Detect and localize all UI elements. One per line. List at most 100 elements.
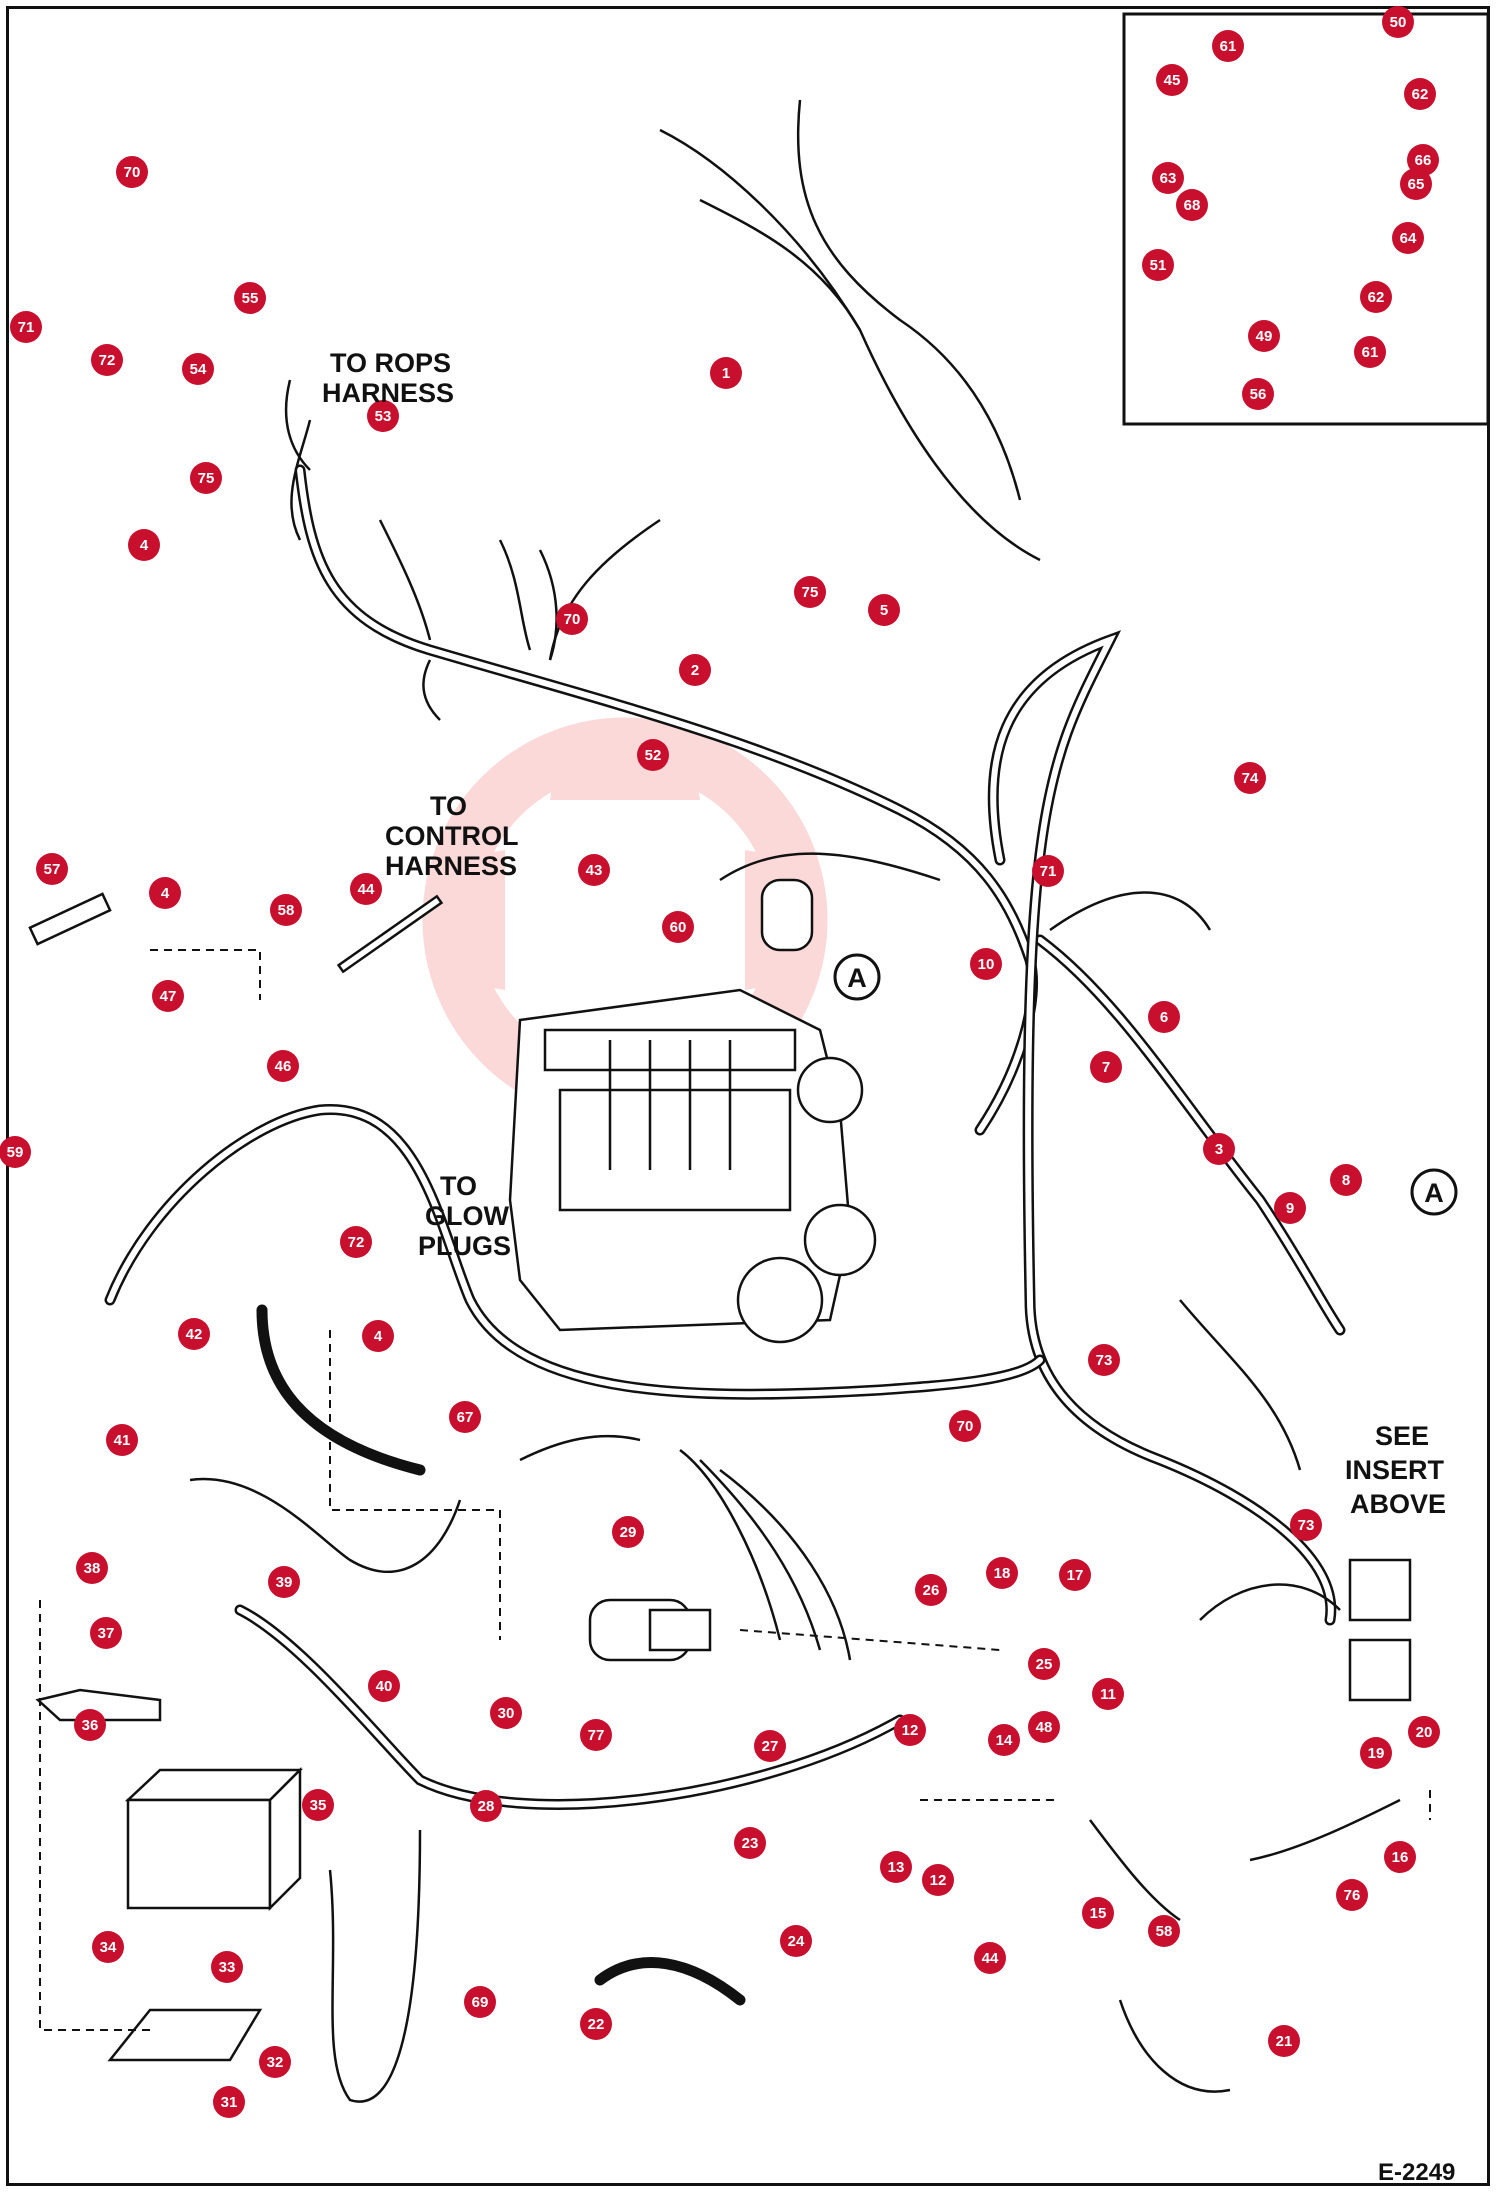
callout-badge	[679, 654, 711, 686]
callout-27: 27	[754, 1730, 786, 1762]
callout-badge	[490, 1697, 522, 1729]
callout-number: 26	[923, 1582, 940, 1599]
callout-number: 37	[98, 1625, 115, 1642]
callout-badge	[1082, 1897, 1114, 1929]
callout-number: 40	[376, 1678, 393, 1695]
callout-60: 60	[662, 911, 694, 943]
callout-badge	[988, 1724, 1020, 1756]
callout-number: 12	[902, 1722, 919, 1739]
callout-number: 12	[930, 1872, 947, 1889]
callout-33: 33	[211, 1951, 243, 1983]
callout-36: 36	[74, 1709, 106, 1741]
callout-39: 39	[268, 1566, 300, 1598]
callout-badge	[1212, 30, 1244, 62]
callout-number: 58	[278, 902, 295, 919]
callout-badge	[213, 2086, 245, 2118]
callout-number: 70	[564, 611, 581, 628]
callout-7: 7	[1090, 1051, 1122, 1083]
callout-badge	[1152, 162, 1184, 194]
callout-badge	[0, 1136, 31, 1168]
callout-58: 58	[1148, 1915, 1180, 1947]
callout-badge	[234, 282, 266, 314]
callout-badge	[267, 1050, 299, 1082]
callout-badge	[1336, 1879, 1368, 1911]
callout-badge	[106, 1424, 138, 1456]
callout-42: 42	[178, 1318, 210, 1350]
callout-number: 39	[276, 1574, 293, 1591]
callout-number: 3	[1215, 1141, 1223, 1158]
callout-number: 77	[588, 1727, 605, 1744]
callout-badge	[1203, 1133, 1235, 1165]
callout-number: 70	[124, 164, 141, 181]
callout-76: 76	[1336, 1879, 1368, 1911]
callout-badge	[1290, 1509, 1322, 1541]
callout-badge	[116, 156, 148, 188]
callout-number: 67	[457, 1409, 474, 1426]
ground-strap-69	[328, 1829, 422, 2103]
callout-number: 62	[1368, 289, 1385, 306]
callout-badge	[10, 311, 42, 343]
callout-number: 8	[1342, 1172, 1350, 1189]
callout-badge	[1092, 1678, 1124, 1710]
callout-number: 69	[472, 1994, 489, 2011]
callout-40: 40	[368, 1670, 400, 1702]
callout-badge	[449, 1401, 481, 1433]
callout-number: 23	[742, 1835, 759, 1852]
callout-number: 68	[1184, 197, 1201, 214]
battery	[124, 1766, 304, 1912]
callout-badge	[612, 1516, 644, 1548]
diagram-frame	[6, 6, 1490, 2186]
callout-badge	[1234, 762, 1266, 794]
insert-box	[1122, 12, 1490, 426]
callout-badge	[974, 1942, 1006, 1974]
callout-18: 18	[986, 1557, 1018, 1589]
callout-number: 65	[1408, 176, 1425, 193]
callout-badge	[152, 980, 184, 1012]
battery-tray	[107, 2008, 263, 2062]
callout-26: 26	[915, 1574, 947, 1606]
callout-70: 70	[949, 1410, 981, 1442]
callout-number: 16	[1392, 1849, 1409, 1866]
callout-63: 63	[1152, 162, 1184, 194]
callout-37: 37	[90, 1617, 122, 1649]
callout-number: 18	[994, 1565, 1011, 1582]
callout-badge	[780, 1925, 812, 1957]
brace-36	[35, 1688, 162, 1722]
engine	[508, 878, 877, 1344]
callout-number: 75	[198, 470, 215, 487]
callout-number: 50	[1390, 14, 1407, 31]
callout-number: 53	[375, 408, 392, 425]
callout-badge	[894, 1714, 926, 1746]
callouts: 5061456266656368645162496156707172555453…	[0, 6, 1440, 2118]
callout-number: 73	[1298, 1517, 1315, 1534]
callout-badge	[1148, 1001, 1180, 1033]
callout-71: 71	[1032, 855, 1064, 887]
callout-58: 58	[270, 894, 302, 926]
callout-badge	[868, 594, 900, 626]
callout-number: 28	[478, 1798, 495, 1815]
callout-50: 50	[1382, 6, 1414, 38]
callout-number: 11	[1100, 1686, 1116, 1703]
callout-67: 67	[449, 1401, 481, 1433]
callout-73: 73	[1290, 1509, 1322, 1541]
callout-badge	[880, 1851, 912, 1883]
callout-badge	[794, 576, 826, 608]
callout-badge	[710, 357, 742, 389]
callout-badge	[367, 400, 399, 432]
callout-badge	[74, 1709, 106, 1741]
assembly-lines	[39, 949, 1431, 2031]
hose-22	[594, 1957, 746, 2006]
callout-11: 11	[1092, 1678, 1124, 1710]
callout-number: 74	[1242, 770, 1259, 787]
callout-4: 4	[149, 877, 181, 909]
callout-59: 59	[0, 1136, 31, 1168]
callout-badge	[190, 462, 222, 494]
callout-number: 25	[1036, 1656, 1053, 1673]
callout-number: 43	[586, 862, 603, 879]
callout-badge	[1059, 1559, 1091, 1591]
callout-38: 38	[76, 1552, 108, 1584]
callout-number: 48	[1036, 1719, 1053, 1736]
callout-55: 55	[234, 282, 266, 314]
callout-badge	[1028, 1648, 1060, 1680]
